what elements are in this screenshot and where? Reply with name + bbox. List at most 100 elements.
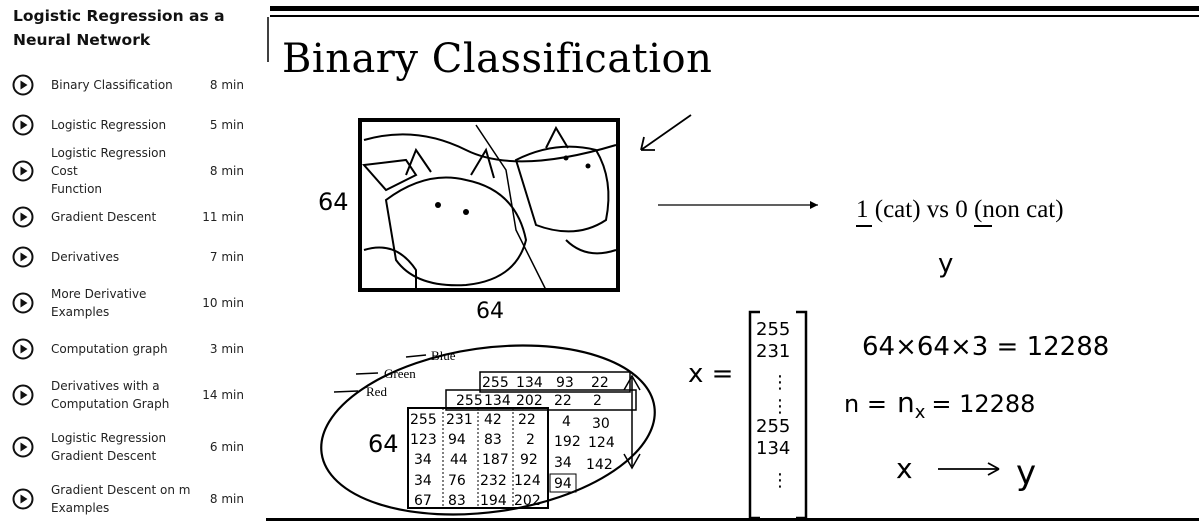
lesson-title-line-1: Logistic Regression	[51, 429, 191, 447]
matrix-side-label: 64	[368, 430, 399, 458]
lesson-item[interactable]: Derivatives with aComputation Graph 14 mi…	[0, 373, 258, 417]
rgb-matrices: Blue Green Red 255 134 93 22 255 134 202…	[310, 325, 666, 524]
red-r0-c0: 255	[410, 412, 437, 428]
lesson-title-line-1: More Derivative	[51, 285, 191, 303]
lesson-title: Gradient Descent	[51, 208, 191, 226]
course-sidebar: Logistic Regression as a Neural Network …	[0, 0, 258, 524]
red-r1-c0: 123	[410, 432, 437, 448]
green-cell-4: 2	[593, 393, 602, 409]
vector-bottom-0: 255	[756, 416, 790, 437]
lesson-item[interactable]: More DerivativeExamples 10 min	[0, 281, 258, 325]
red-r2-c0: 34	[414, 452, 432, 468]
red-r4-c3: 202	[514, 493, 541, 509]
lesson-title-line-1: Logistic Regression Cost	[51, 144, 191, 180]
play-circle-icon	[12, 160, 34, 182]
lesson-item[interactable]: Gradient Descent 11 min	[0, 195, 258, 239]
lesson-title-line-2: Examples	[51, 303, 191, 321]
vector-top-1: 231	[756, 341, 790, 362]
red-r1-c1: 94	[448, 432, 466, 448]
lesson-duration: 8 min	[210, 164, 244, 178]
play-circle-icon	[12, 206, 34, 228]
class-zero: 0	[955, 196, 968, 223]
class-mid: (cat) vs	[869, 196, 956, 223]
lesson-duration: 8 min	[210, 492, 244, 506]
lesson-title: Gradient Descent on mExamples	[51, 481, 191, 517]
red-r1-c2: 83	[484, 432, 502, 448]
red-r1-c3: 2	[526, 432, 535, 448]
lesson-title: Logistic Regression CostFunction	[51, 144, 191, 198]
green-cell-0: 255	[456, 393, 483, 409]
slide-top-rule-thick	[270, 6, 1199, 11]
class-end: (non cat)	[968, 196, 1064, 223]
lesson-duration: 10 min	[202, 296, 244, 310]
red-r2-c3: 92	[520, 452, 538, 468]
lesson-title-line-1: Gradient Descent on m	[51, 481, 191, 499]
lesson-duration: 14 min	[202, 388, 244, 402]
classification-statement: 1 (cat) vs 0 (non cat)	[856, 196, 1064, 223]
play-circle-icon	[12, 338, 34, 360]
slide-top-rule-thin	[270, 15, 1199, 17]
red-r2-c4: 34	[554, 455, 572, 471]
n-x: n	[897, 386, 915, 419]
red-r2-c5: 142	[586, 457, 613, 473]
feature-vector: x = 255 231 ⋮ ⋮ 255 134 ⋮	[688, 312, 806, 518]
blue-cell-3: 22	[591, 375, 609, 391]
red-r0-c2: 42	[484, 412, 502, 428]
play-circle-icon	[12, 488, 34, 510]
y-label: y	[938, 249, 953, 279]
lesson-title-line-1: Gradient Descent	[51, 208, 191, 226]
n-value: = 12288	[931, 390, 1035, 418]
red-r0-c1: 231	[446, 412, 473, 428]
lesson-duration: 3 min	[210, 342, 244, 356]
red-r0-c3: 22	[518, 412, 536, 428]
lesson-item[interactable]: Binary Classification8 min	[0, 63, 258, 107]
green-cell-2: 202	[516, 393, 543, 409]
lesson-item[interactable]: Logistic RegressionGradient Descent6 min	[0, 425, 258, 469]
green-cell-3: 22	[554, 393, 572, 409]
play-circle-icon	[12, 74, 34, 96]
lesson-title: More DerivativeExamples	[51, 285, 191, 321]
image-side-label: 64	[318, 188, 349, 216]
lesson-list: Binary Classification8 minLogistic Regre…	[0, 0, 258, 524]
red-r1-c4: 192	[554, 434, 581, 450]
lesson-item[interactable]: Logistic Regression CostFunction8 min	[0, 149, 258, 193]
lesson-title-line-1: Logistic Regression	[51, 116, 191, 134]
red-r0-c5: 30	[592, 416, 610, 432]
vector-dots-mid: ⋮	[771, 396, 789, 417]
red-r3-c1: 76	[448, 473, 466, 489]
lesson-duration: 11 min	[202, 210, 244, 224]
channel-green-label: Green	[384, 366, 416, 381]
red-r4-c1: 83	[448, 493, 466, 509]
red-r3-c3: 124	[514, 473, 541, 489]
lesson-item[interactable]: Derivatives7 min	[0, 235, 258, 279]
blue-cell-0: 255	[482, 375, 509, 391]
red-r2-c1: 44	[450, 452, 468, 468]
n-x-sub: x	[915, 402, 926, 423]
red-r3-c2: 232	[480, 473, 507, 489]
blue-cell-2: 93	[556, 375, 574, 391]
channel-red-label: Red	[366, 384, 387, 399]
slide-bottom-rule	[266, 518, 1199, 521]
blue-cell-1: 134	[516, 375, 543, 391]
slide-title: Binary Classification	[282, 36, 712, 82]
lesson-item[interactable]: Logistic Regression5 min	[0, 103, 258, 147]
green-cell-1: 134	[484, 393, 511, 409]
lesson-title: Logistic Regression	[51, 116, 191, 134]
cat-image	[360, 120, 618, 290]
lesson-item[interactable]: Gradient Descent on mExamples 8 min	[0, 477, 258, 521]
x-equals-label: x =	[688, 359, 733, 389]
play-circle-icon	[12, 384, 34, 406]
lesson-title: Derivatives with aComputation Graph	[51, 377, 191, 413]
red-r3-c4: 94	[554, 476, 572, 492]
lesson-title-line-2: Examples	[51, 499, 191, 517]
lecture-slide: 64 64 1 (cat) vs 0 (non cat) y Blue Gree…	[266, 0, 1199, 524]
classification-arrow-head	[810, 201, 818, 209]
lesson-title-line-1: Computation graph	[51, 340, 191, 358]
play-circle-icon	[12, 292, 34, 314]
red-r4-c0: 67	[414, 493, 432, 509]
lesson-item[interactable]: Computation graph 3 min	[0, 327, 258, 371]
red-r3-c0: 34	[414, 473, 432, 489]
play-circle-icon	[12, 436, 34, 458]
image-pointer-arrow	[641, 115, 691, 150]
lesson-title-line-2: Gradient Descent	[51, 447, 191, 465]
